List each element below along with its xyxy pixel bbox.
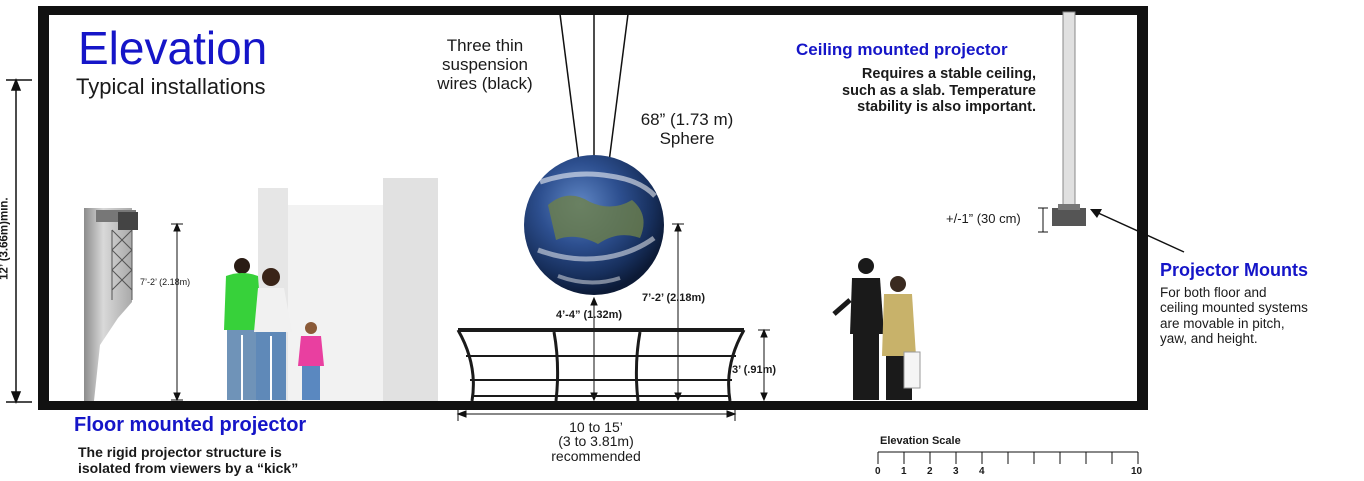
- tolerance-label: +/-1” (30 cm): [946, 211, 1021, 226]
- floor-projector-height-dimension: [171, 222, 183, 402]
- scale-label-0: 0: [875, 466, 881, 477]
- scale-label-10: 10: [1131, 466, 1143, 477]
- floor-note-line-1: The rigid projector structure is: [78, 444, 282, 460]
- floor-note-line-2: isolated from viewers by a “kick”: [78, 460, 299, 477]
- scale-label-4: 4: [979, 466, 985, 477]
- kick-width-label: 10 to 15’ (3 to 3.81m) recommended: [530, 420, 662, 463]
- page-subtitle: Typical installations: [76, 74, 266, 99]
- mounts-note-line-4: yaw, and height.: [1160, 331, 1258, 347]
- elevation-scale: [877, 451, 1139, 464]
- ceiling-height-dimension: [6, 77, 32, 405]
- kick-height-label: 3’ (.91m): [732, 364, 777, 376]
- businessmen-viewers: [832, 258, 921, 400]
- globe: [524, 13, 664, 295]
- ceiling-note-line-3: stability is also important.: [857, 99, 1036, 116]
- ceiling-note-line-2: such as a slab. Temperature: [842, 82, 1036, 99]
- room-walls: [38, 6, 1148, 410]
- ceiling-projector-heading: Ceiling mounted projector: [796, 40, 1008, 59]
- kick-width-line-3: recommended: [551, 447, 641, 464]
- page-title: Elevation: [78, 22, 268, 74]
- ceiling-height-label: 12’ (3.66m)min.: [0, 197, 11, 280]
- wires-note-line-1: Three thin: [446, 36, 524, 55]
- kick-width-line-2: (3 to 3.81m): [558, 433, 634, 450]
- sphere-size: 68” (1.73 m): [640, 110, 734, 129]
- sphere-center-height-label: 7’-2’ (2.18m): [642, 292, 705, 304]
- floor-projector-heading: Floor mounted projector: [74, 414, 307, 436]
- scale-title: Elevation Scale: [880, 435, 961, 447]
- sphere-label: 68” (1.73 m) Sphere: [632, 110, 742, 148]
- kick-railing: [456, 328, 746, 402]
- kick-height-dimension: [758, 328, 770, 402]
- sphere-name: Sphere: [659, 129, 715, 149]
- kick-width-line-1: 10 to 15’: [569, 419, 623, 435]
- scale-label-3: 3: [953, 466, 959, 477]
- sphere-bottom-height-label: 4’-4” (1.32m): [556, 309, 623, 321]
- projector-mounts-heading: Projector Mounts: [1160, 260, 1309, 280]
- floor-projector-height-label: 7’-2’ (2.18m): [140, 277, 191, 287]
- wires-note: Three thin suspension wires (black): [418, 36, 552, 93]
- mounts-note-line-3: are movable in pitch,: [1160, 315, 1285, 331]
- wires-note-line-2: suspension: [441, 55, 528, 75]
- family-viewers: [224, 258, 324, 400]
- scale-label-1: 1: [901, 466, 907, 477]
- tolerance-dimension: [1038, 207, 1048, 233]
- mounts-note-line-1: For both floor and: [1160, 285, 1267, 300]
- ceiling-projector-note: Requires a stable ceiling, such as a sla…: [842, 66, 1036, 116]
- scale-label-2: 2: [927, 466, 933, 477]
- kick-width-dimension: [456, 408, 737, 421]
- floor-projector-tower: [84, 208, 138, 401]
- projector-mounts-note: For both floor and ceiling mounted syste…: [1160, 285, 1308, 347]
- projector-mounts-pointer: [1090, 209, 1185, 253]
- ceiling-projector: [1052, 11, 1086, 226]
- wires-note-line-3: wires (black): [437, 74, 533, 94]
- ceiling-note-line-1: Requires a stable ceiling,: [861, 66, 1036, 82]
- floor-projector-note: The rigid projector structure is isolate…: [78, 444, 298, 476]
- mounts-note-line-2: ceiling mounted systems: [1160, 300, 1308, 316]
